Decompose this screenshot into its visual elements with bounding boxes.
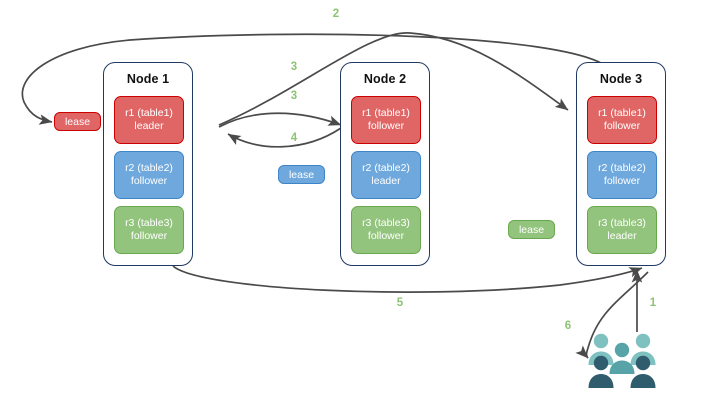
step-label-5: 5 bbox=[393, 297, 407, 309]
arrow-step-5 bbox=[172, 265, 643, 293]
replica-role: follower bbox=[367, 230, 405, 242]
step-label-6: 6 bbox=[561, 320, 575, 332]
step-label-3-upper: 3 bbox=[287, 61, 301, 73]
replica-name: r1 (table1) bbox=[598, 107, 646, 119]
lease-chip-r3[interactable]: lease bbox=[508, 220, 555, 239]
replica-name: r2 (table2) bbox=[362, 162, 410, 174]
step-number: 2 bbox=[332, 8, 340, 20]
replica-name: r3 (table3) bbox=[125, 217, 173, 229]
step-number: 3 bbox=[290, 90, 298, 102]
replica-role: follower bbox=[603, 175, 641, 187]
replica-node3-r2[interactable]: r2 (table2) follower bbox=[587, 151, 657, 199]
replica-node2-r2[interactable]: r2 (table2) leader bbox=[351, 151, 421, 199]
step-number: 5 bbox=[396, 297, 404, 309]
node-title: Node 1 bbox=[126, 72, 170, 86]
replica-node2-r1[interactable]: r1 (table1) follower bbox=[351, 96, 421, 144]
step-number: 6 bbox=[564, 320, 572, 332]
replica-name: r1 (table1) bbox=[362, 107, 410, 119]
step-label-3-lower: 3 bbox=[287, 90, 301, 102]
lease-label: lease bbox=[64, 115, 91, 128]
replica-node1-r2[interactable]: r2 (table2) follower bbox=[114, 151, 184, 199]
step-label-4: 4 bbox=[287, 132, 301, 144]
step-label-2: 2 bbox=[329, 8, 343, 20]
replica-role: leader bbox=[607, 230, 637, 242]
replica-node3-r1[interactable]: r1 (table1) follower bbox=[587, 96, 657, 144]
node-title: Node 2 bbox=[363, 72, 407, 86]
replica-name: r3 (table3) bbox=[598, 217, 646, 229]
arrow-step-6 bbox=[575, 271, 649, 359]
replica-name: r2 (table2) bbox=[125, 162, 173, 174]
lease-label: lease bbox=[288, 168, 315, 181]
replica-name: r2 (table2) bbox=[598, 162, 646, 174]
replica-name: r1 (table1) bbox=[125, 107, 173, 119]
replica-role: follower bbox=[130, 230, 168, 242]
replica-role: leader bbox=[371, 175, 401, 187]
node-container-node3[interactable]: Node 3 r1 (table1) follower r2 (table2) … bbox=[576, 62, 666, 266]
replica-role: follower bbox=[367, 120, 405, 132]
arrow-step-3-to-node2 bbox=[218, 112, 342, 128]
arrow-step-2 bbox=[21, 33, 607, 125]
step-label-1: 1 bbox=[646, 297, 660, 309]
arrow-step-4 bbox=[227, 127, 342, 148]
lease-chip-r2[interactable]: lease bbox=[278, 165, 325, 184]
replica-node3-r3[interactable]: r3 (table3) leader bbox=[587, 206, 657, 254]
replica-node2-r3[interactable]: r3 (table3) follower bbox=[351, 206, 421, 254]
node-container-node2[interactable]: Node 2 r1 (table1) follower r2 (table2) … bbox=[340, 62, 430, 266]
replica-node1-r3[interactable]: r3 (table3) follower bbox=[114, 206, 184, 254]
replica-node1-r1[interactable]: r1 (table1) leader bbox=[114, 96, 184, 144]
step-number: 1 bbox=[649, 297, 657, 309]
arrow-step-3-to-node3 bbox=[218, 32, 569, 126]
node-title: Node 3 bbox=[599, 72, 643, 86]
step-number: 3 bbox=[290, 61, 298, 73]
step-number: 4 bbox=[290, 132, 298, 144]
node-container-node1[interactable]: Node 1 r1 (table1) leader r2 (table2) fo… bbox=[103, 62, 193, 266]
lease-chip-r1[interactable]: lease bbox=[54, 112, 101, 131]
replica-name: r3 (table3) bbox=[362, 217, 410, 229]
replica-role: leader bbox=[134, 120, 164, 132]
lease-label: lease bbox=[518, 223, 545, 236]
users-icon bbox=[588, 333, 656, 388]
replica-role: follower bbox=[603, 120, 641, 132]
replica-role: follower bbox=[130, 175, 168, 187]
